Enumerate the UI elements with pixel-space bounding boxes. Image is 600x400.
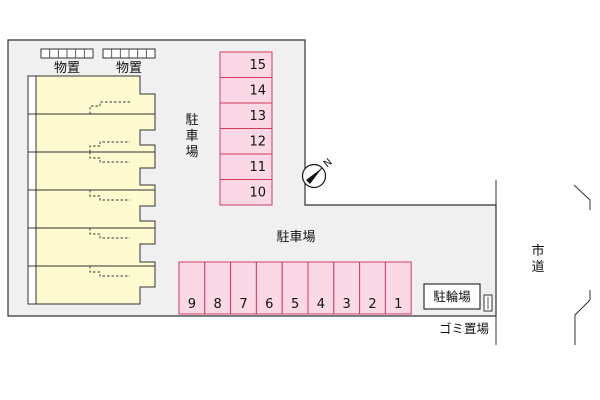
stall-number: 8 — [214, 297, 222, 312]
stall-number: 13 — [249, 109, 266, 124]
garbage-label: ゴミ置場 — [439, 321, 489, 336]
upper-parking-stalls: 15 14 13 12 11 10 — [219, 51, 273, 206]
storage-shed-left — [40, 48, 94, 59]
north-label: N — [322, 157, 335, 170]
stall-number: 14 — [249, 84, 266, 99]
storage-label-right: 物置 — [116, 61, 142, 76]
parking-stall: 5 — [281, 261, 309, 315]
bicycle-parking-label: 駐輪場 — [433, 289, 471, 304]
stall-number: 12 — [249, 135, 266, 150]
parking-stall: 4 — [307, 261, 335, 315]
road-edge-bottom — [574, 290, 591, 345]
stall-number: 5 — [291, 297, 299, 312]
stall-number: 1 — [394, 297, 402, 312]
parking-label-main: 駐車場 — [276, 230, 315, 245]
parking-stall: 9 — [178, 261, 206, 315]
parking-stall: 14 — [219, 77, 273, 104]
stall-number: 11 — [249, 160, 266, 175]
parking-label-vertical-3: 場 — [185, 145, 198, 160]
parking-stall: 6 — [255, 261, 283, 315]
road-edge-top — [573, 184, 591, 210]
building — [27, 75, 156, 305]
stall-number: 10 — [249, 186, 266, 201]
stall-number: 6 — [265, 297, 273, 312]
stall-number: 3 — [343, 297, 351, 312]
storage-shed-right — [102, 48, 156, 59]
parking-stall: 15 — [219, 51, 273, 78]
parking-stall: 11 — [219, 153, 273, 180]
bicycle-parking-box — [423, 283, 481, 310]
storage-label-left: 物置 — [54, 61, 80, 76]
parking-stall: 3 — [333, 261, 361, 315]
stall-number: 2 — [368, 297, 376, 312]
parking-stall: 2 — [359, 261, 386, 315]
city-road-label-1: 市 — [531, 243, 544, 259]
north-arrow-icon — [301, 163, 327, 189]
parking-stall: 8 — [204, 261, 232, 315]
lower-parking-stalls: 9 8 7 6 5 4 3 2 — [178, 261, 412, 315]
parking-stall: 12 — [219, 128, 273, 155]
parking-stall: 10 — [219, 179, 273, 206]
parking-stall: 1 — [384, 261, 412, 315]
parking-stall: 13 — [219, 102, 273, 129]
city-road-label-2: 道 — [531, 260, 544, 275]
stall-number: 7 — [239, 297, 247, 312]
parking-label-vertical-2: 車 — [185, 129, 198, 144]
stall-number: 9 — [188, 297, 196, 312]
parking-label-vertical-1: 駐 — [185, 113, 198, 128]
stall-number: 4 — [317, 297, 325, 312]
stall-number: 15 — [249, 58, 266, 73]
parking-stall: 7 — [230, 261, 257, 315]
